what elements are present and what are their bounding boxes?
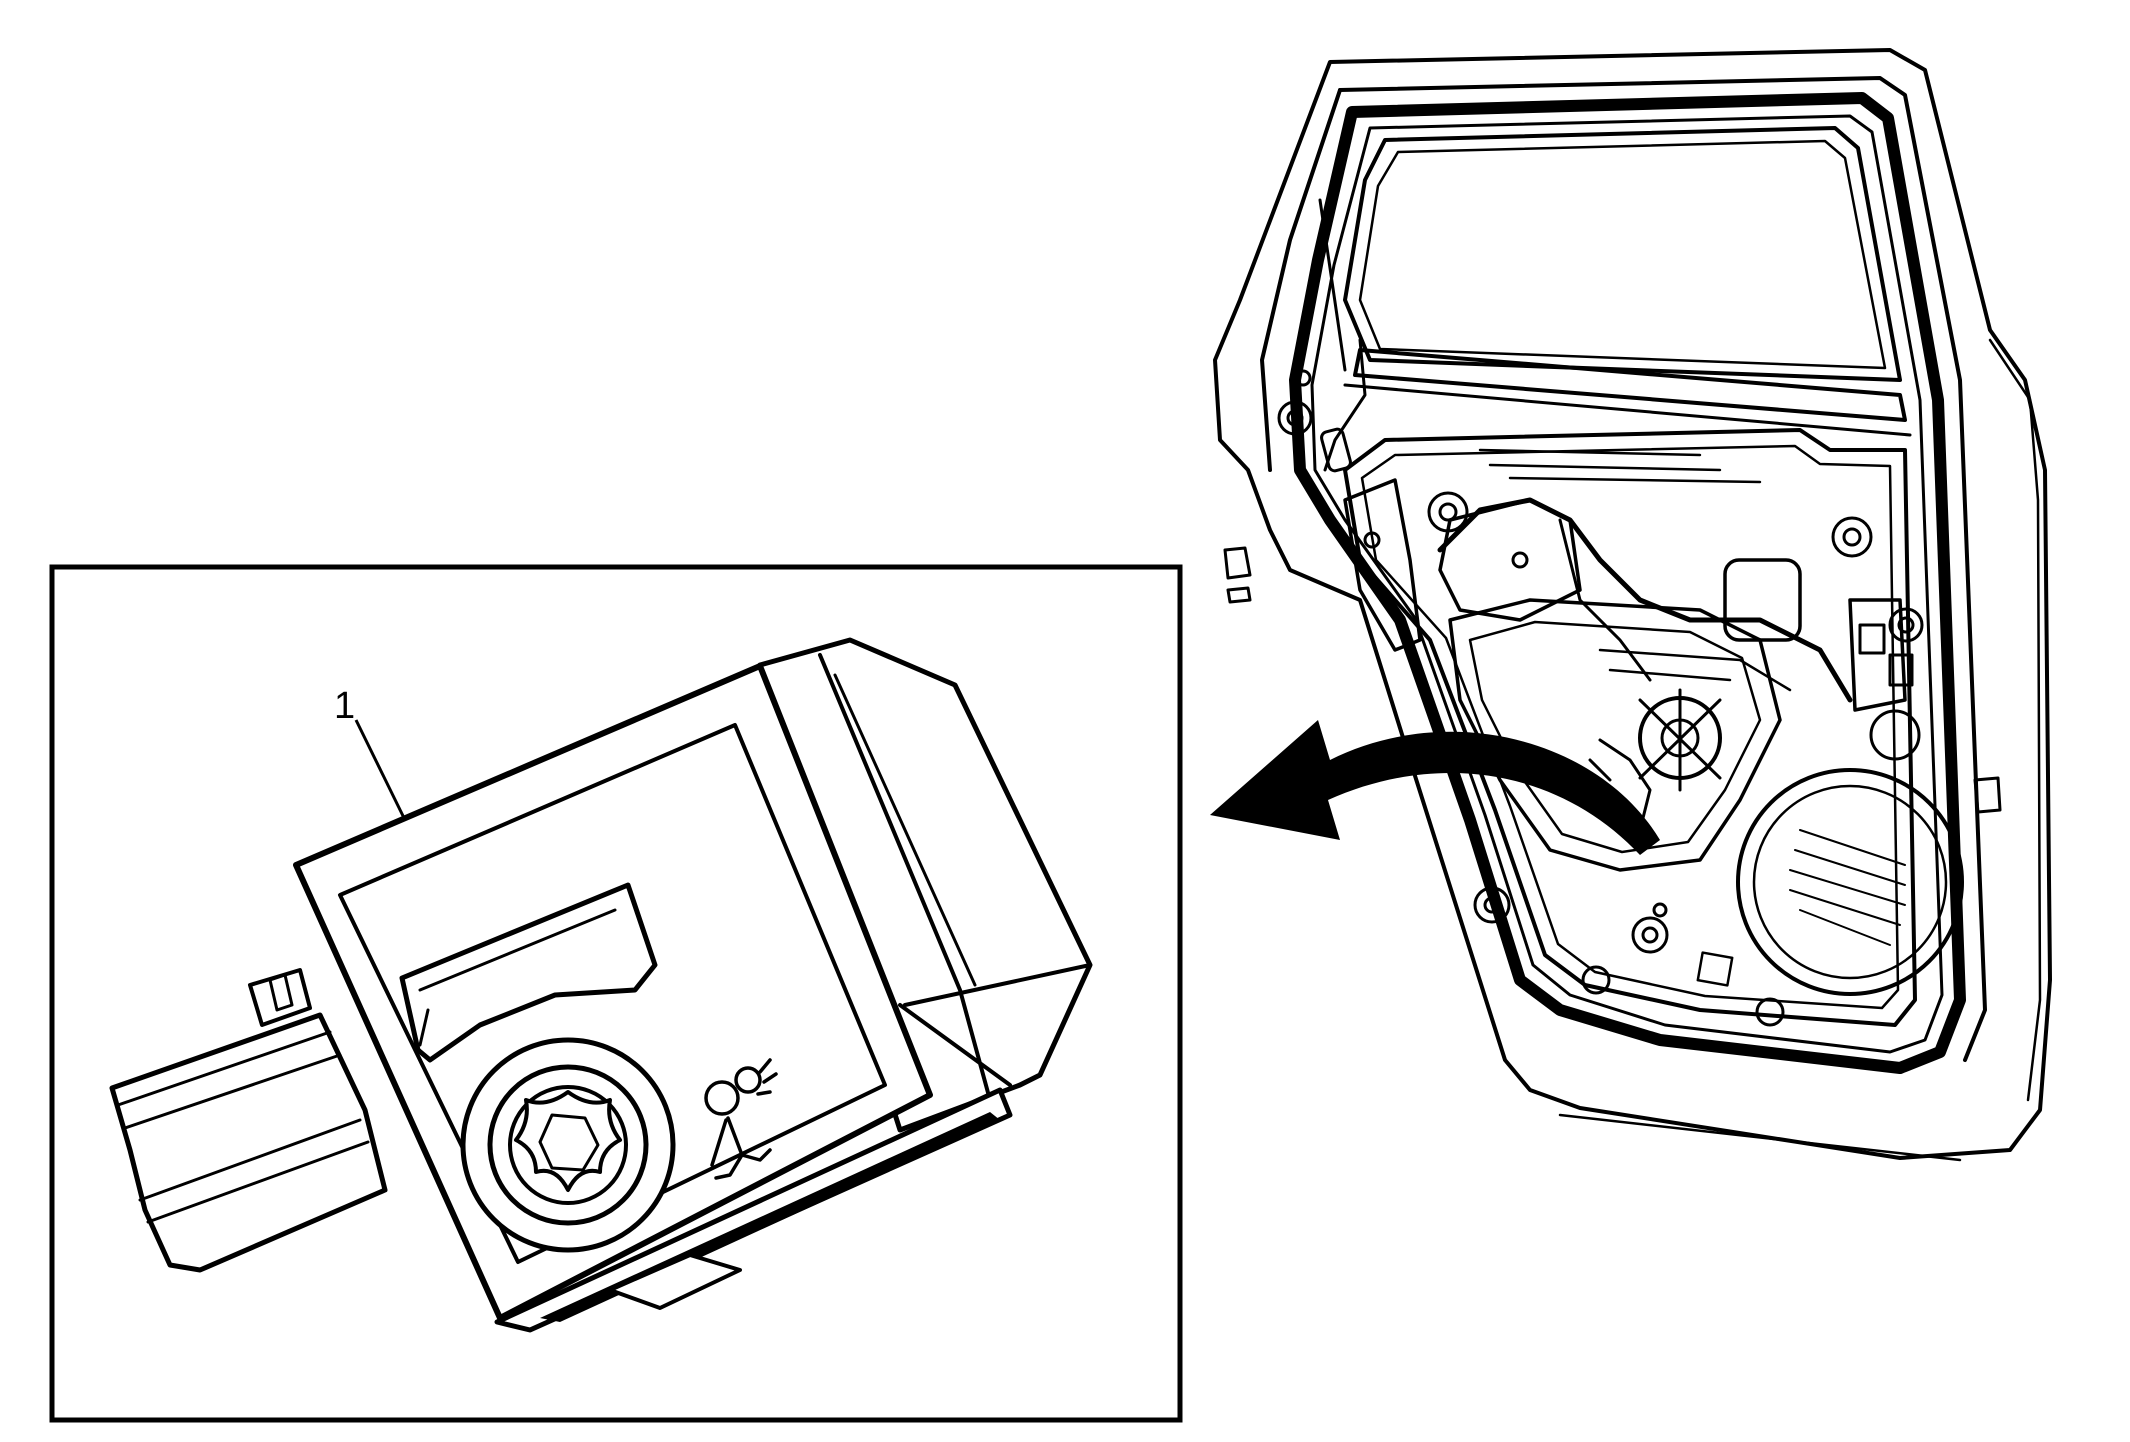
latch-pocket — [1848, 598, 1907, 712]
regulator-motor-spokes — [1638, 688, 1722, 792]
boss — [1755, 997, 1785, 1027]
boss — [1511, 551, 1529, 569]
latch-connector — [1858, 623, 1886, 655]
callout-number: 1 — [334, 685, 355, 727]
door-edge-hardware — [1223, 546, 1252, 604]
callout-leader-line — [354, 719, 407, 821]
callout-1: 1 — [334, 685, 407, 821]
window-opening — [1343, 126, 1902, 382]
airbag-symbol-belt — [756, 1058, 778, 1096]
sensor-body-side-groove — [833, 673, 977, 987]
airbag-seated-person-icon — [704, 1058, 778, 1180]
sill-bracket — [1696, 951, 1734, 987]
door-edge-flange — [1558, 338, 2042, 1162]
access-cavity-square — [1723, 558, 1802, 642]
rod-clip — [1320, 427, 1352, 473]
boss — [1831, 516, 1873, 558]
panel-rib-2 — [1598, 648, 1792, 692]
curved-arrow-icon — [1210, 720, 1660, 855]
panel-rib-1 — [1478, 448, 1762, 484]
window-opening-inner — [1358, 139, 1887, 370]
window-frame-outer — [1338, 76, 1987, 1062]
speaker-cover-hatch — [1789, 829, 1906, 946]
boss — [1483, 896, 1501, 914]
boss — [1897, 616, 1915, 634]
boss — [1363, 531, 1381, 549]
sensor-connector-housing — [109, 1012, 388, 1273]
connector-ridge-bottom — [138, 1118, 370, 1224]
torx-inner-shade — [538, 1113, 600, 1172]
boss — [1473, 886, 1511, 924]
boss — [1438, 502, 1458, 522]
airbag-symbol-body — [710, 1116, 772, 1180]
door-weatherstrip-inner — [1310, 114, 1944, 1054]
speaker-opening — [1736, 768, 1964, 996]
boss — [1581, 965, 1611, 995]
sensor-mounting-slot — [399, 882, 658, 1063]
access-cavity-left — [1343, 478, 1422, 652]
airbag-symbol-head — [704, 1080, 740, 1116]
speaker-opening-inner — [1752, 784, 1948, 980]
door-outer-skin — [1213, 48, 2052, 1160]
rear-door-drawing — [1213, 48, 2052, 1162]
belt-rail — [1353, 348, 1907, 422]
boss — [1286, 409, 1304, 427]
boss — [1888, 607, 1924, 643]
torx-socket-icon — [514, 1090, 622, 1192]
sensor-mount-flange — [608, 1253, 742, 1310]
connector-latch-tab — [268, 973, 294, 1012]
boss — [1427, 491, 1469, 533]
window-latch-rod — [1323, 338, 1367, 472]
boss — [1277, 400, 1313, 436]
side-impact-sensor — [109, 637, 1093, 1333]
window-frame-outer-left — [1260, 88, 1342, 472]
boss — [1652, 902, 1668, 918]
door-check-strap — [1973, 776, 2002, 814]
panel-bolt-bosses — [1277, 369, 1924, 1027]
arrow-body — [1210, 720, 1660, 855]
regulator-wiring — [1588, 738, 1652, 832]
airbag-symbol-bag — [734, 1066, 762, 1094]
boss — [1294, 369, 1312, 387]
boss — [1631, 916, 1669, 954]
door-wire-harness — [1437, 497, 1853, 703]
sensor-slot-inner — [418, 908, 617, 1047]
sensor-body-side-edge — [818, 653, 1092, 1102]
latch-connector-2 — [1888, 653, 1914, 687]
sensor-body-bottom — [494, 1087, 1013, 1333]
boss — [1641, 926, 1659, 944]
inner-panel — [1343, 428, 1917, 1027]
door-weatherstrip — [1289, 92, 1966, 1074]
belt-rail-lower — [1343, 383, 1912, 437]
connector-ridge-top — [116, 1030, 342, 1130]
boss — [1842, 527, 1862, 547]
glass-guide — [1318, 198, 1347, 372]
latch-round-port — [1869, 709, 1921, 761]
